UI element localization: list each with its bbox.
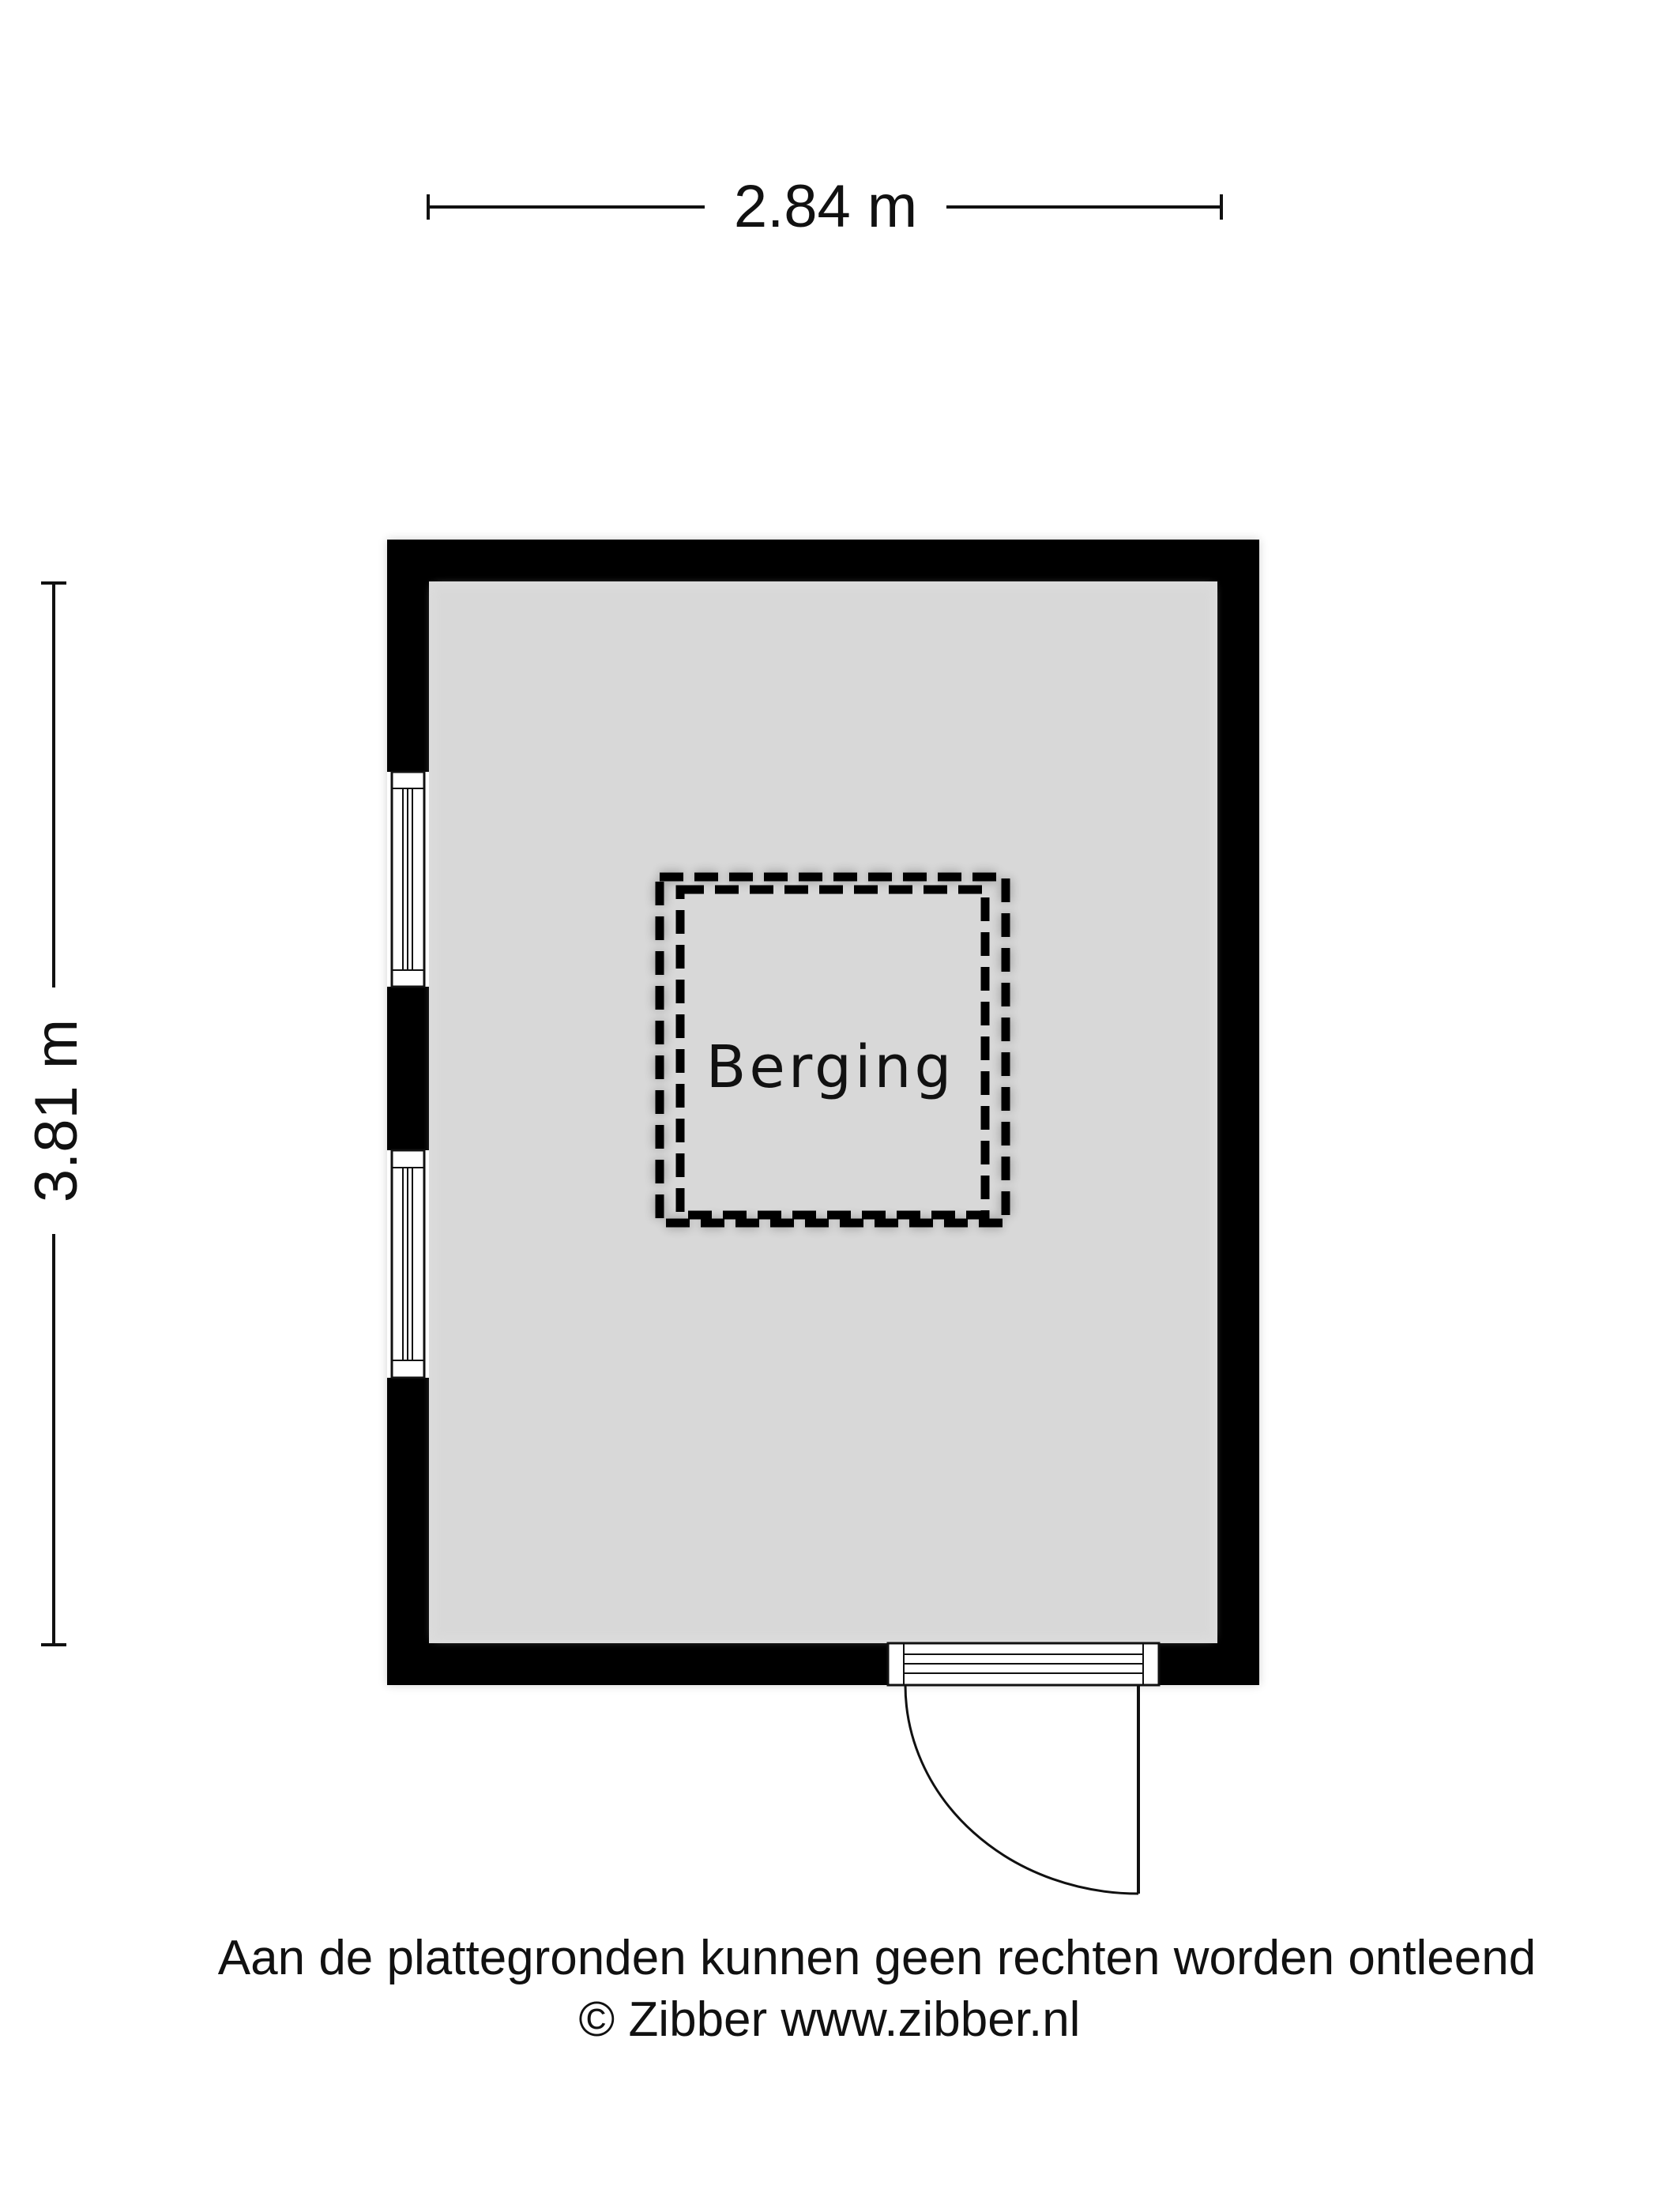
room-label: Berging [706,1033,955,1101]
disclaimer-text: Aan de plattegronden kunnen geen rechten… [217,1931,1537,1985]
window-left-upper [387,770,429,988]
door-swing-arc [904,1684,1139,1895]
copyright-text: © Zibber www.zibber.nl [578,1992,1081,2047]
door [886,1642,1161,1895]
storage-outline-inner [675,885,990,1220]
floor-inner-shade [434,587,1212,1638]
width-dimension-label: 2.84 m [734,173,917,240]
storage-outline [653,871,1012,1229]
height-dimension-label: 3.81 m [23,1019,90,1202]
height-dimension: 3.81 m [23,581,90,1646]
window-left-lower [387,1149,429,1379]
width-dimension: 2.84 m [427,173,1223,240]
